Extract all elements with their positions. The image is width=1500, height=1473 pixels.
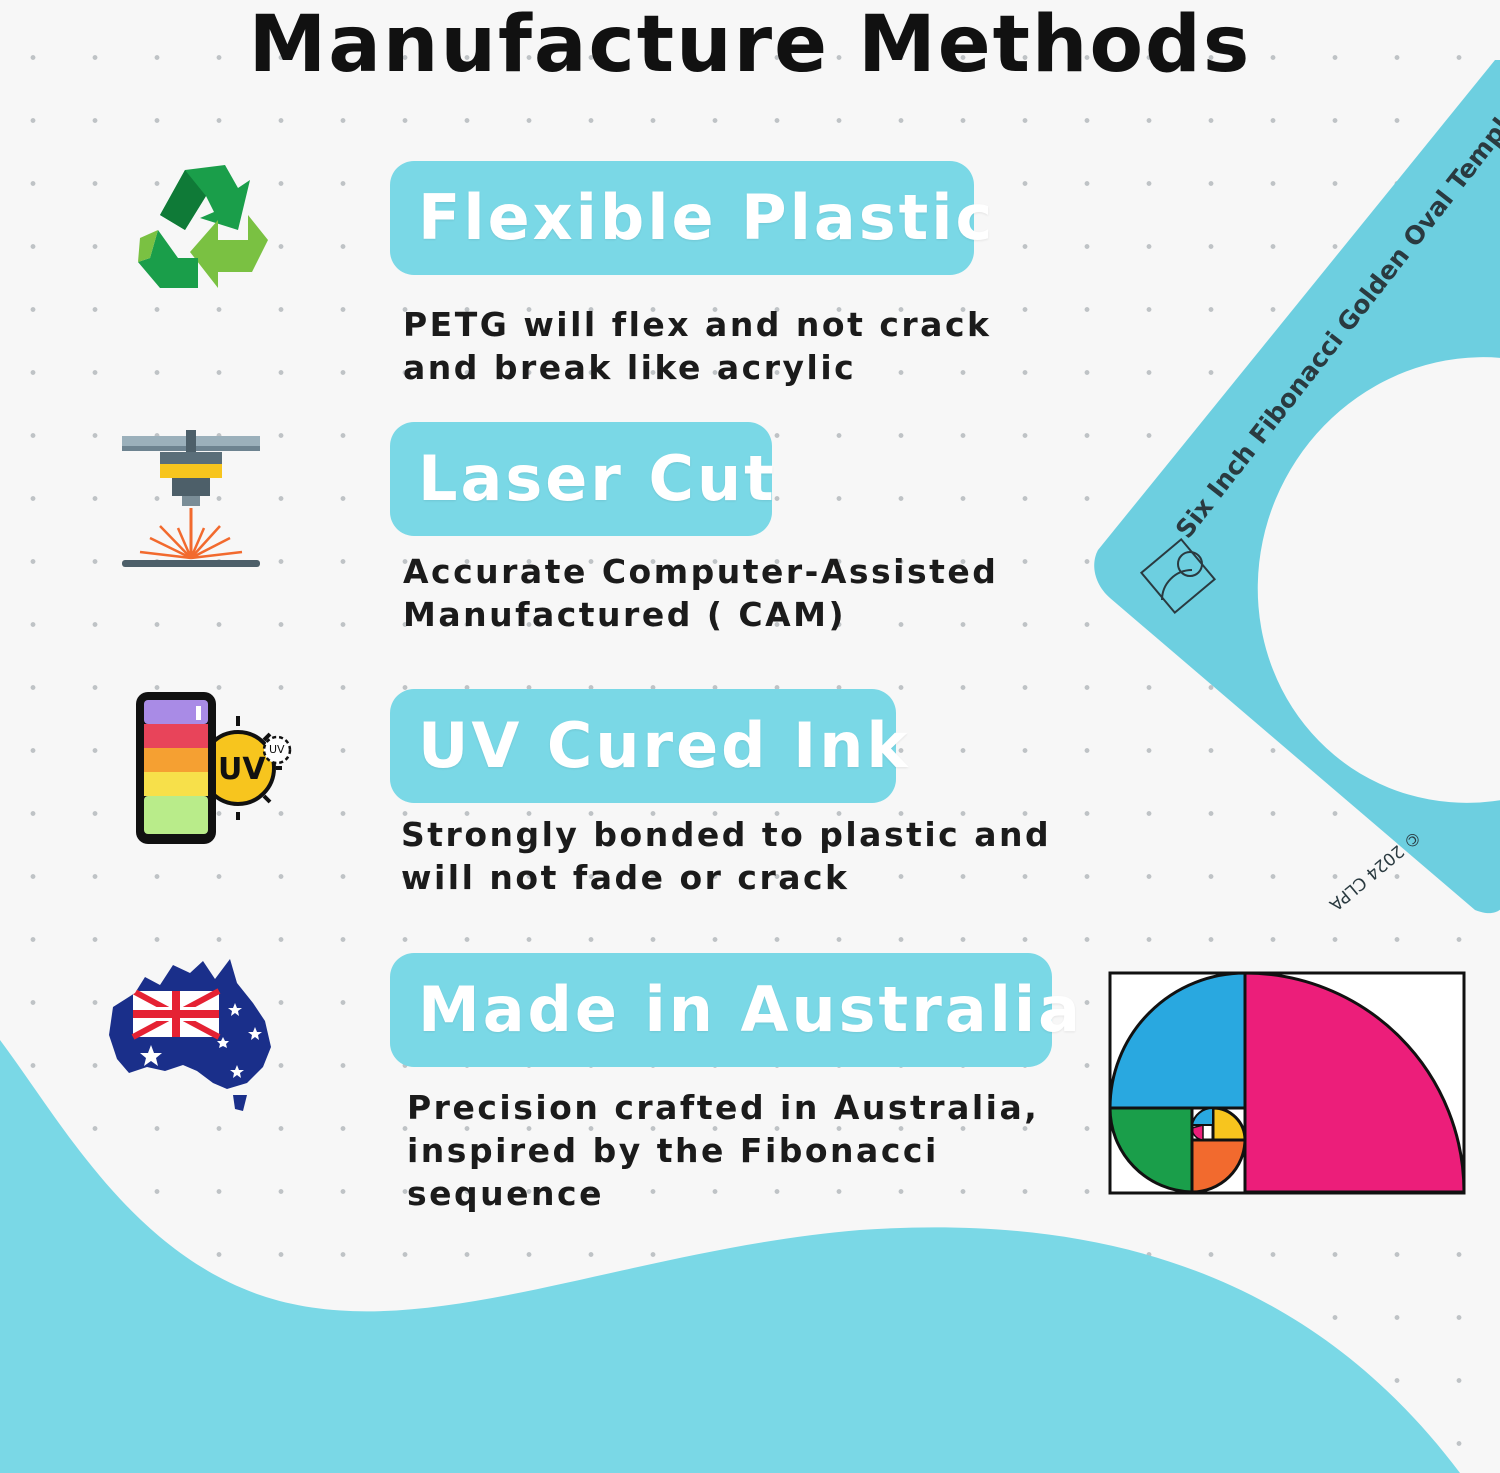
page-title: Manufacture Methods [248, 0, 1252, 90]
uv-badge-small-text: UV [269, 743, 285, 756]
template-spiral-icon [1139, 537, 1217, 615]
australia-flag-map-icon [109, 959, 271, 1111]
feature-heading-laser-cut: Laser Cut [390, 422, 774, 536]
feature-heading-made-in-australia: Made in Australia [390, 953, 1080, 1067]
feature-description-laser-cut: Accurate Computer-Assisted Manufactured … [403, 552, 999, 634]
uv-ink-icon: UV UV [130, 688, 295, 850]
feature-description-uv-cured-ink: Strongly bonded to plastic and will not … [401, 815, 1052, 897]
uv-badge-text: UV [218, 752, 266, 787]
feature-heading-flexible-plastic: Flexible Plastic [390, 161, 992, 275]
fibonacci-spiral-illustration [1108, 971, 1466, 1195]
recycle-icon [138, 165, 268, 288]
oval-template-product: Six Inch Fibonacci Golden Oval Template … [1094, 60, 1500, 914]
feature-description-flexible-plastic: PETG will flex and not crack and break l… [403, 305, 992, 387]
feature-description-made-in-australia: Precision crafted in Australia, inspired… [407, 1088, 1040, 1213]
laser-cutter-icon [122, 430, 260, 567]
feature-heading-uv-cured-ink: UV Cured Ink [390, 689, 908, 803]
copyright-label: © 2024 CLPA [1325, 826, 1425, 914]
